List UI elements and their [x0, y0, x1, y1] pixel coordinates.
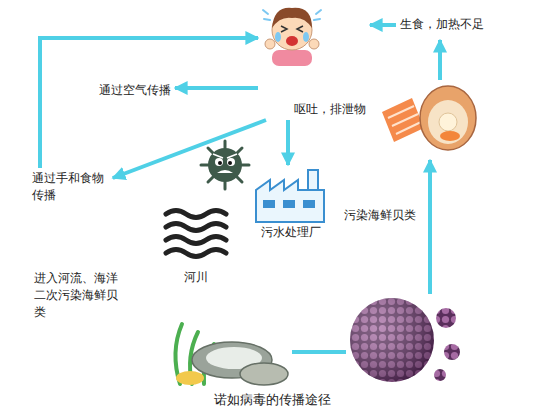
crying-child — [263, 8, 321, 66]
seafood-icon — [382, 86, 476, 150]
figure-node: 河川 — [158, 200, 234, 288]
figure-node: 污水处理厂 — [250, 165, 332, 243]
factory-icon — [256, 170, 324, 222]
river-icon — [166, 224, 226, 231]
seafood-icon — [440, 131, 460, 141]
germ-icon — [215, 158, 223, 166]
node-text: 生食，加热不足 — [400, 16, 484, 33]
node-text: 通过手和食物传播 — [32, 170, 109, 204]
crying-child — [275, 32, 281, 42]
flow-arrow — [175, 86, 258, 90]
germ-icon — [201, 141, 249, 189]
seafood-icon — [382, 98, 424, 142]
seafood-icon — [428, 100, 468, 144]
node-text: 呕吐，排泄物 — [294, 101, 366, 118]
river-icon — [166, 237, 226, 244]
flow-arrow — [438, 40, 442, 80]
flow-arrow — [292, 40, 440, 352]
norovirus-icon — [436, 308, 456, 328]
germ-icon — [228, 161, 232, 165]
flow-arrow — [286, 120, 290, 165]
factory-icon — [263, 200, 275, 208]
seafood-icon — [420, 86, 476, 150]
germ-icon — [217, 170, 233, 173]
flow-arrow — [40, 38, 258, 168]
germ-icon — [201, 141, 249, 189]
shellfish-icon — [240, 363, 288, 385]
factory-icon — [308, 170, 318, 192]
text-node: 通过手和食物传播 — [28, 168, 113, 206]
factory-icon — [256, 180, 324, 222]
flow-arrow — [428, 160, 432, 294]
seafood-icon — [439, 113, 457, 131]
text-node: 进入河流、海洋二次污染海鲜贝类 — [30, 268, 124, 322]
crying-child — [286, 36, 298, 46]
flow-arrow — [113, 120, 266, 178]
river-icon — [166, 250, 226, 257]
crying-child — [272, 50, 312, 66]
shellfish-icon — [175, 324, 288, 385]
germ-icon — [208, 148, 242, 182]
crying-child — [309, 39, 319, 49]
crying-child — [272, 8, 312, 28]
flow-arrow — [292, 350, 346, 354]
norovirus-icon — [350, 298, 434, 382]
river-icon — [166, 211, 226, 257]
flow-arrow — [370, 23, 396, 27]
figure-caption: 诺如病毒的传播途径 — [214, 392, 331, 409]
germ-icon — [227, 158, 235, 166]
node-text: 污染海鲜贝类 — [344, 207, 416, 224]
figure-node: 呕吐，排泄物 — [258, 0, 370, 120]
norovirus-icon — [350, 298, 434, 382]
text-node: 生食，加热不足 — [396, 14, 488, 35]
river-icon — [166, 211, 226, 218]
germ-icon — [213, 154, 237, 158]
node-text: 污水处理厂 — [261, 224, 321, 241]
node-text: 通过空气传播 — [99, 82, 171, 99]
germ-icon — [218, 161, 222, 165]
text-node: 污染海鲜贝类 — [340, 205, 420, 226]
norovirus-icon — [350, 298, 460, 382]
norovirus-icon — [444, 344, 460, 360]
node-text: 河川 — [184, 269, 208, 286]
norovirus-icon — [434, 369, 446, 381]
seafood-icon — [388, 106, 421, 134]
crying-child — [263, 10, 321, 20]
node-text: 进入河流、海洋二次污染海鲜贝类 — [34, 270, 120, 320]
factory-icon — [303, 200, 315, 208]
crying-child — [281, 26, 303, 32]
crying-child — [303, 32, 309, 42]
text-node: 通过空气传播 — [95, 80, 175, 101]
crying-child — [265, 39, 275, 49]
shellfish-icon — [176, 371, 204, 385]
factory-icon — [283, 200, 295, 208]
